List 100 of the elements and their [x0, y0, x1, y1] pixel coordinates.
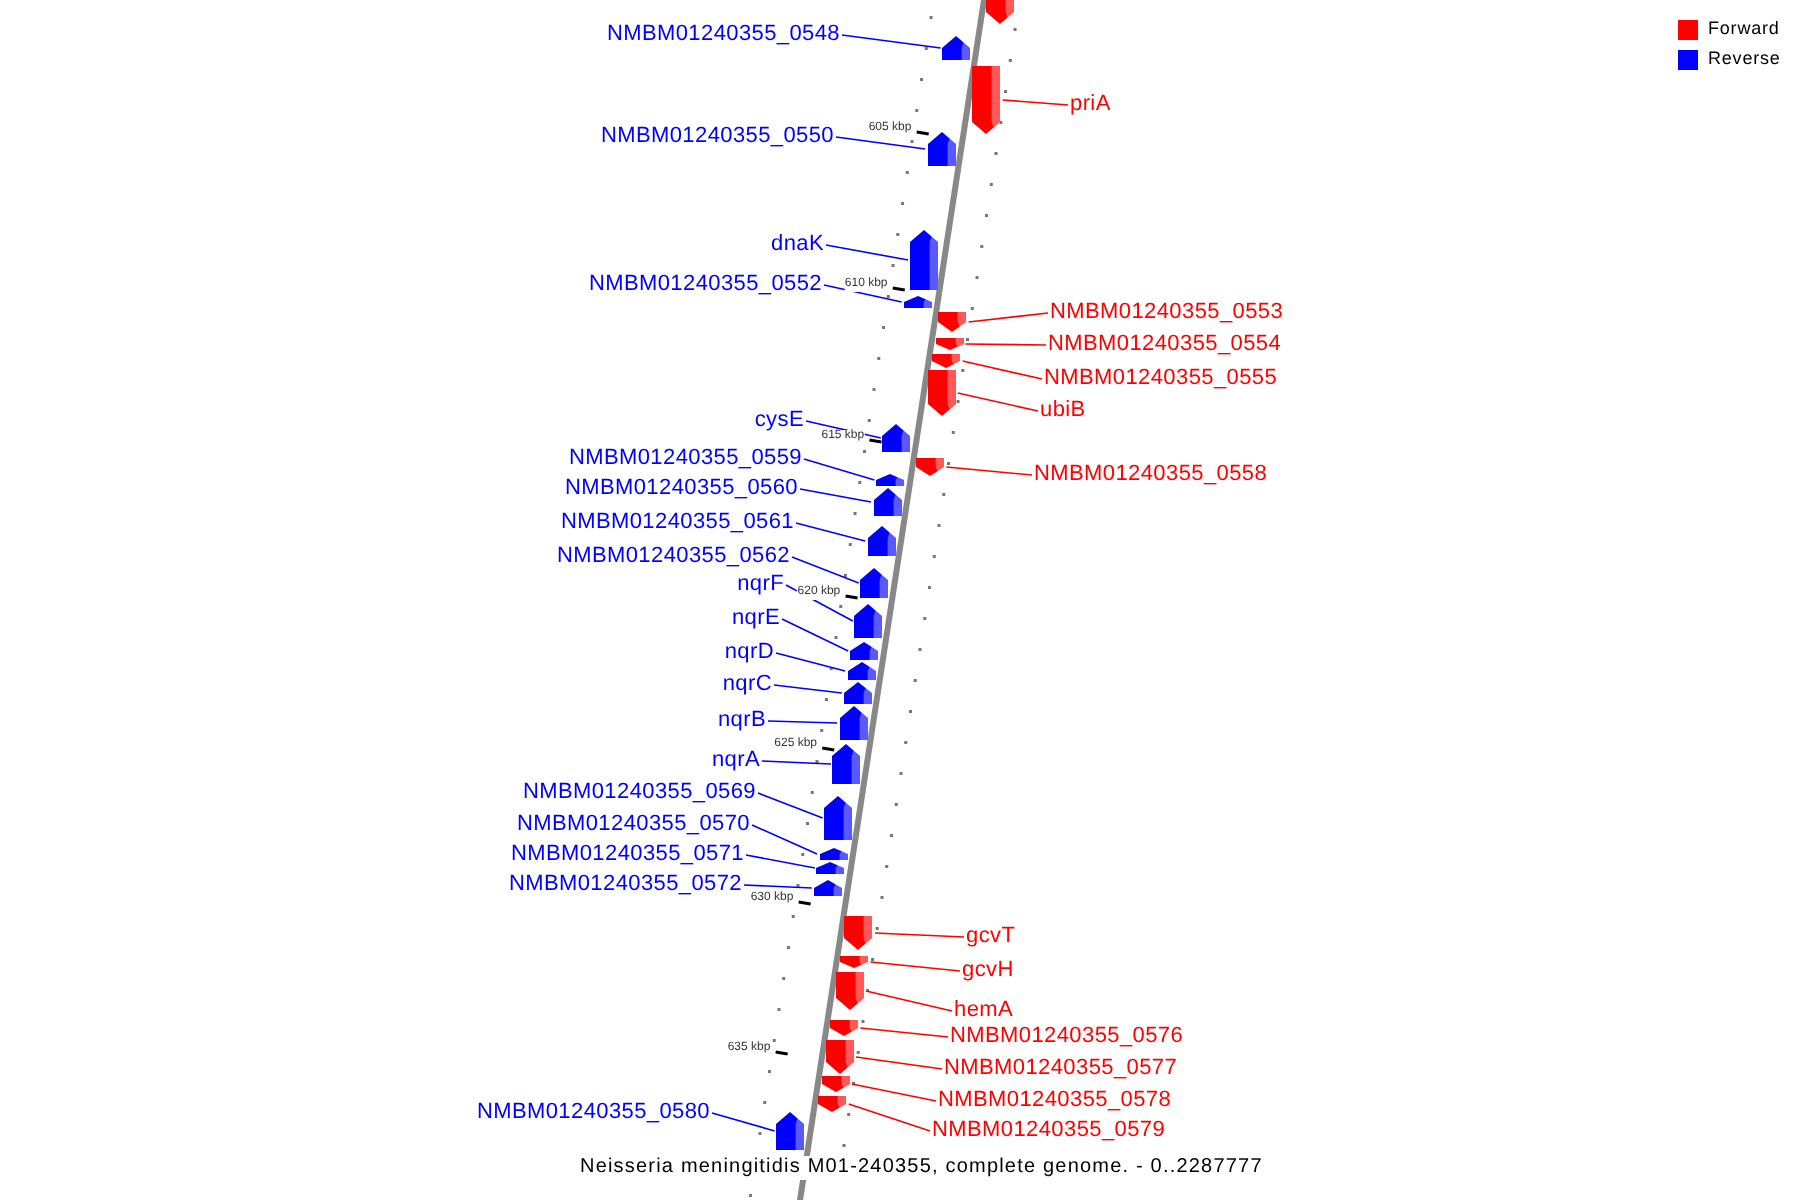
leader-line: [855, 1056, 943, 1070]
reverse-gene-feature: [876, 474, 905, 486]
reverse-gene-feature: [839, 706, 868, 740]
reverse-gene-feature: [813, 880, 842, 896]
leader-line: [767, 720, 838, 724]
gene-label: nqrB: [717, 708, 766, 734]
gene-label: NMBM01240355_0552: [588, 272, 822, 298]
gene-label: NMBM01240355_0570: [516, 812, 750, 838]
leader-line: [781, 618, 849, 652]
leader-line: [785, 584, 854, 622]
reverse-gene-feature: [860, 568, 889, 598]
gene-label: NMBM01240355_0571: [510, 842, 744, 868]
leader-line: [851, 1083, 937, 1102]
gene-label: NMBM01240355_0559: [568, 446, 802, 472]
leader-line: [775, 652, 846, 672]
gene-label: NMBM01240355_0560: [564, 476, 798, 502]
leader-line: [835, 136, 926, 150]
leader-line: [751, 824, 818, 855]
gene-label: NMBM01240355_0554: [1048, 332, 1282, 358]
leader-line: [757, 792, 824, 819]
gene-label: nqrE: [731, 606, 780, 632]
reverse-gene-feature: [847, 662, 876, 680]
gene-label: NMBM01240355_0572: [508, 872, 742, 898]
leader-line: [823, 284, 903, 303]
forward-gene-feature: [840, 956, 869, 968]
reverse-gene-feature: [927, 132, 956, 166]
leader-line: [743, 884, 813, 889]
forward-gene-feature: [986, 0, 1015, 24]
forward-gene-feature: [821, 1076, 850, 1092]
forward-gene-feature: [932, 354, 961, 368]
forward-gene-feature: [836, 972, 865, 1010]
gene-label: NMBM01240355_0553: [1050, 300, 1284, 326]
leader-line: [795, 522, 866, 542]
reverse-gene-feature: [910, 230, 939, 290]
gene-label: NMBM01240355_0558: [1034, 462, 1268, 488]
leader-line: [791, 556, 860, 584]
leader-line: [825, 244, 909, 261]
gene-label: nqrA: [711, 748, 760, 774]
reverse-gene-feature: [854, 604, 883, 638]
leader-line: [745, 854, 816, 869]
gene-label: NMBM01240355_0580: [476, 1100, 710, 1126]
gene-label: hemA: [954, 998, 1014, 1024]
legend-label: Forward: [1708, 18, 1780, 40]
forward-gene-feature: [830, 1020, 859, 1036]
gene-label: NMBM01240355_0579: [932, 1118, 1166, 1144]
leader-line: [803, 458, 876, 481]
gene-label: nqrC: [722, 672, 772, 698]
reverse-gene-feature: [882, 424, 911, 452]
gene-label: NMBM01240355_0578: [938, 1088, 1172, 1114]
gene-label: NMBM01240355_0569: [522, 780, 756, 806]
reverse-gene-feature: [776, 1112, 805, 1150]
gene-label: dnaK: [771, 232, 824, 258]
leader-line: [773, 684, 843, 694]
leader-line: [1001, 99, 1069, 106]
gene-label: NMBM01240355_0562: [556, 544, 790, 570]
gene-label: NMBM01240355_0555: [1044, 366, 1278, 392]
leader-line: [799, 488, 872, 503]
gene-label: cysE: [754, 408, 804, 434]
leader-line: [967, 312, 1049, 323]
leader-line: [961, 360, 1043, 380]
gene-label: priA: [1070, 92, 1111, 118]
gene-label: NMBM01240355_0561: [560, 510, 794, 536]
leader-line: [847, 1103, 931, 1132]
reverse-gene-feature: [816, 862, 845, 874]
leader-line: [874, 932, 965, 938]
reverse-gene-feature: [819, 848, 848, 860]
forward-gene-feature: [972, 66, 1001, 134]
leader-line: [956, 392, 1039, 412]
gene-label: NMBM01240355_0576: [950, 1024, 1184, 1050]
forward-gene-feature: [818, 1096, 847, 1112]
reverse-gene-feature: [850, 642, 879, 660]
legend-label: Reverse: [1708, 48, 1781, 70]
leader-line: [964, 343, 1047, 346]
reverse-gene-feature: [824, 796, 853, 840]
reverse-gene-feature: [832, 744, 861, 784]
gene-label: ubiB: [1040, 398, 1086, 424]
forward-gene-feature: [938, 312, 967, 332]
leader-line: [865, 990, 953, 1012]
gene-label: nqrD: [724, 640, 774, 666]
leader-line: [859, 1027, 949, 1038]
forward-gene-feature: [916, 458, 945, 476]
leader-line: [869, 961, 961, 972]
reverse-gene-feature: [942, 36, 971, 60]
reverse-gene-feature: [843, 682, 872, 704]
forward-gene-feature: [935, 338, 964, 350]
gene-label: NMBM01240355_0550: [600, 124, 834, 150]
gene-label: NMBM01240355_0577: [944, 1056, 1178, 1082]
gene-label: NMBM01240355_0548: [606, 22, 840, 48]
leader-line: [805, 420, 882, 439]
forward-gene-feature: [844, 916, 873, 950]
gene-label: gcvT: [966, 924, 1016, 950]
leader-line: [761, 760, 832, 765]
leader-line: [711, 1112, 776, 1132]
caption: Neisseria meningitidis M01-240355, complete genome. - 0..2287777: [576, 1156, 1267, 1180]
leader-line: [841, 34, 942, 49]
reverse-gene-feature: [867, 526, 896, 556]
leader-line: [945, 466, 1033, 476]
reverse-gene-feature: [903, 296, 932, 308]
gene-label: gcvH: [962, 958, 1014, 984]
gene-label: nqrF: [737, 572, 784, 598]
